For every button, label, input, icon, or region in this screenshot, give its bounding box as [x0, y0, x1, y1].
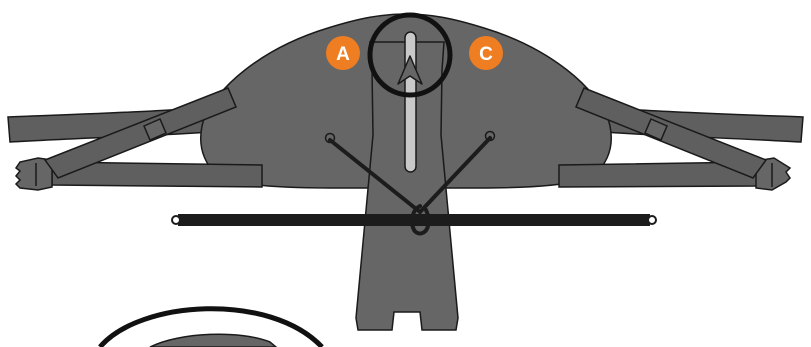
right-diagonal-strap — [575, 87, 768, 179]
center-panel — [355, 41, 459, 331]
callout-a: A — [326, 36, 360, 70]
bungee-bar — [171, 214, 657, 226]
arrow-icon — [397, 55, 423, 85]
strap-adjuster-icon — [143, 118, 167, 141]
bungee-cord-right — [418, 136, 492, 214]
callout-a-label: A — [336, 44, 350, 65]
bungee-cord-left — [328, 138, 422, 214]
buckle-icon — [755, 157, 792, 191]
left-diagonal-strap — [43, 87, 237, 179]
strap-adjuster-icon — [644, 118, 668, 141]
vertical-slot — [404, 31, 417, 173]
callout-c: C — [469, 36, 503, 70]
callout-c-label: C — [479, 44, 493, 65]
detail-inset — [98, 306, 324, 347]
buckle-icon — [14, 157, 53, 191]
bungee-hook — [410, 204, 431, 236]
highlight-ring — [367, 12, 453, 98]
